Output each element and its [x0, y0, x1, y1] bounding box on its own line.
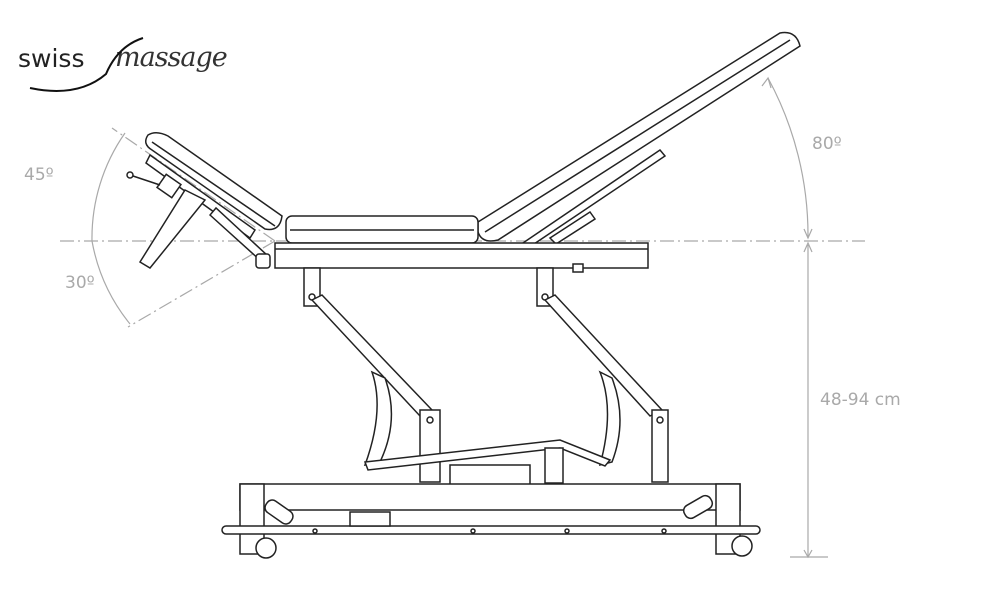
- table: [126, 31, 801, 559]
- head-angle-arc: [91, 132, 131, 325]
- seat-frame: [274, 242, 649, 269]
- brand-logo: swiss massage: [18, 36, 228, 96]
- left-wheel: [255, 537, 277, 559]
- motor: [449, 464, 531, 486]
- right-scissor-leg: [543, 294, 664, 417]
- logo-text-massage: massage: [115, 42, 228, 73]
- left-bracket: [303, 267, 321, 307]
- right-link: [598, 370, 621, 467]
- height-range-label: 48-94 cm: [820, 390, 901, 410]
- head-down-angle-label: 30º: [65, 273, 95, 293]
- headrest-support: [138, 189, 207, 269]
- left-end-cap: [239, 483, 265, 555]
- foot-switch: [349, 511, 391, 527]
- right-bracket: [536, 267, 554, 307]
- left-scissor-leg: [310, 294, 434, 417]
- headrest-frame: [145, 153, 257, 240]
- head-up-angle-label: 45º: [24, 165, 54, 185]
- backrest-angle-arc: [767, 77, 809, 239]
- logo-text-swiss: swiss: [18, 44, 85, 73]
- right-post: [651, 409, 669, 483]
- base-frame: [239, 483, 741, 511]
- head-up-reference-line: [111, 127, 276, 242]
- left-link: [363, 370, 393, 466]
- backrest-angle-label: 80º: [812, 134, 842, 154]
- right-wheel: [731, 535, 753, 557]
- base-rail: [221, 525, 761, 535]
- headrest-pad: [145, 132, 283, 231]
- logo-swoosh: [29, 37, 144, 92]
- head-down-reference-line: [127, 240, 276, 328]
